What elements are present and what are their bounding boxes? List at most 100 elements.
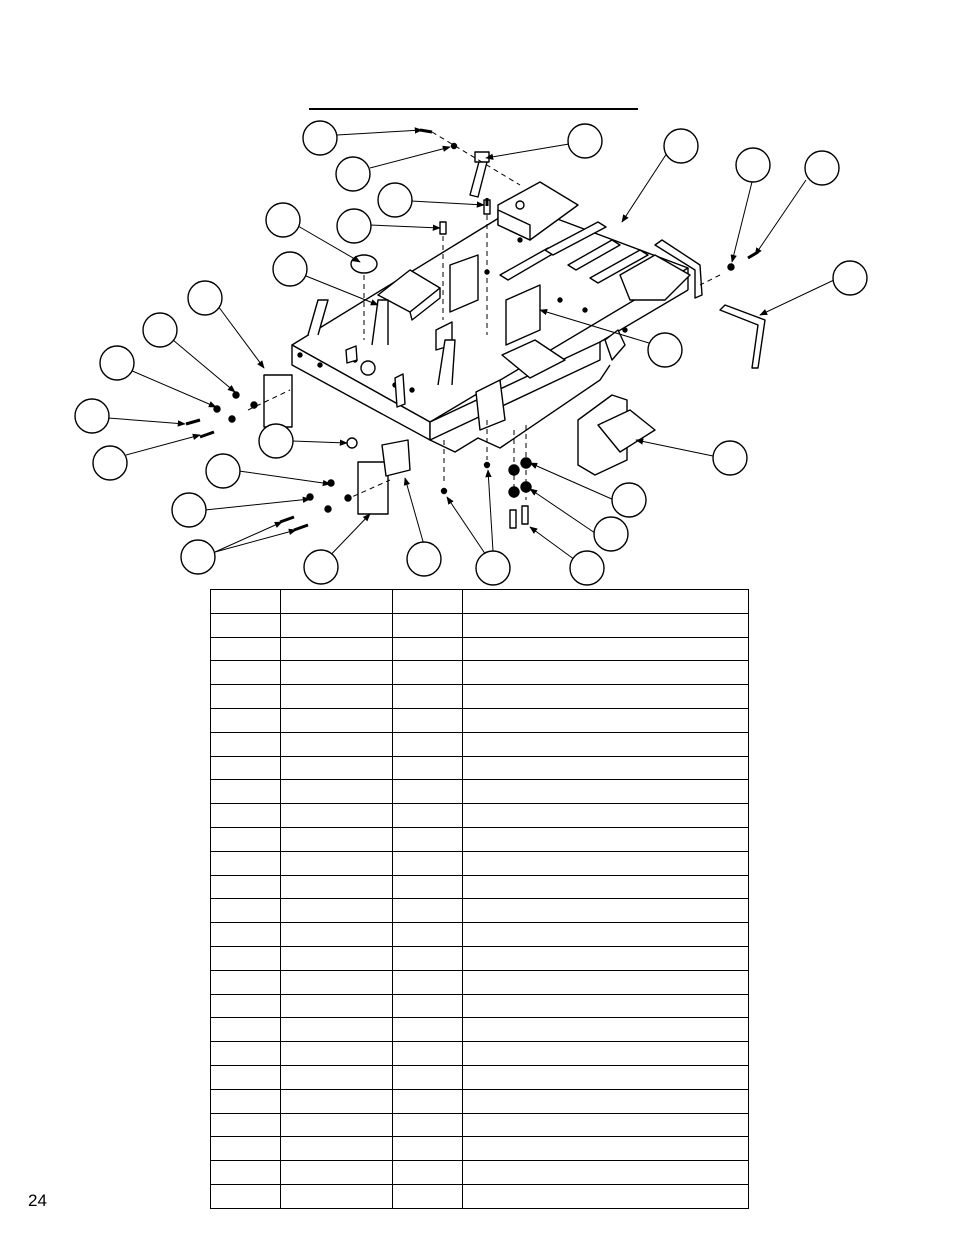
table-cell: [462, 1064, 749, 1090]
table-row: [210, 684, 749, 709]
table-cell: [280, 874, 393, 900]
table-cell: [462, 731, 749, 757]
callout-circle: [647, 332, 683, 368]
table-cell: [280, 850, 393, 876]
table-cell: [280, 660, 393, 686]
callout-circle: [142, 312, 178, 348]
table-cell: [462, 1112, 749, 1138]
table-cell: [280, 1160, 393, 1185]
table-cell: [462, 945, 749, 971]
table-cell: [210, 589, 281, 614]
table-cell: [462, 707, 749, 733]
page-number: 24: [28, 1191, 47, 1210]
table-cell: [392, 1112, 463, 1138]
callout-circle: [74, 398, 110, 434]
table-cell: [280, 612, 393, 638]
table-cell: [392, 945, 463, 971]
table-row: [210, 850, 749, 876]
callout-circle: [92, 445, 128, 481]
table-cell: [280, 1136, 393, 1162]
table-cell: [210, 684, 281, 709]
table-row: [210, 707, 749, 733]
table-cell: [280, 684, 393, 709]
table-row: [210, 731, 749, 757]
table-cell: [392, 874, 463, 900]
callout-circle: [663, 128, 699, 164]
table-cell: [280, 731, 393, 757]
table-row: [210, 874, 749, 900]
table-row: [210, 993, 749, 1019]
table-row: [210, 1112, 749, 1138]
table-cell: [280, 1112, 393, 1138]
table-cell: [280, 1041, 393, 1066]
table-cell: [392, 969, 463, 995]
table-cell: [210, 731, 281, 757]
table-cell: [462, 779, 749, 805]
table-row: [210, 589, 749, 614]
table-cell: [280, 1064, 393, 1090]
table-cell: [462, 1183, 749, 1209]
table-cell: [210, 660, 281, 686]
table-row: [210, 1136, 749, 1162]
callout-circle: [171, 492, 207, 528]
table-cell: [392, 589, 463, 614]
table-cell: [210, 612, 281, 638]
table-cell: [210, 945, 281, 971]
table-cell: [392, 731, 463, 757]
table-cell: [280, 755, 393, 781]
callout-circle: [265, 202, 301, 238]
table-cell: [462, 803, 749, 828]
table-cell: [392, 684, 463, 709]
table-cell: [210, 850, 281, 876]
chassis-frame: [291, 204, 689, 453]
table-row: [210, 1183, 749, 1209]
table-cell: [280, 779, 393, 805]
table-cell: [280, 1183, 393, 1209]
table-cell: [392, 1136, 463, 1162]
callout-circle: [611, 482, 647, 518]
table-cell: [462, 589, 749, 614]
table-cell: [210, 1183, 281, 1209]
callout-circle: [804, 150, 840, 186]
table-row: [210, 755, 749, 781]
table-row: [210, 945, 749, 971]
table-cell: [280, 1088, 393, 1114]
table-row: [210, 898, 749, 924]
callout-circle: [406, 541, 442, 577]
table-cell: [210, 755, 281, 781]
table-cell: [462, 660, 749, 686]
table-cell: [462, 1017, 749, 1043]
table-cell: [280, 898, 393, 924]
table-cell: [280, 922, 393, 947]
table-cell: [462, 826, 749, 852]
table-cell: [210, 874, 281, 900]
table-cell: [462, 1088, 749, 1114]
table-cell: [392, 826, 463, 852]
table-cell: [210, 922, 281, 947]
table-cell: [462, 993, 749, 1019]
table-cell: [392, 755, 463, 781]
callout-circle: [272, 251, 308, 287]
table-cell: [280, 1017, 393, 1043]
table-row: [210, 1088, 749, 1114]
table-row: [210, 1064, 749, 1090]
table-cell: [280, 707, 393, 733]
table-cell: [392, 1017, 463, 1043]
table-cell: [210, 1160, 281, 1185]
callout-circle: [569, 550, 605, 586]
callout-circles: [74, 120, 868, 586]
table-cell: [210, 707, 281, 733]
assembly-lines: [247, 131, 721, 501]
table-cell: [210, 779, 281, 805]
callout-circle: [593, 516, 629, 552]
table-cell: [392, 707, 463, 733]
callout-circle: [303, 549, 339, 585]
table-row: [210, 1160, 749, 1185]
table-cell: [210, 826, 281, 852]
table-cell: [392, 1064, 463, 1090]
table-cell: [462, 898, 749, 924]
table-cell: [280, 803, 393, 828]
callout-circle: [335, 156, 371, 192]
table-cell: [280, 589, 393, 614]
callout-circle: [187, 280, 223, 316]
